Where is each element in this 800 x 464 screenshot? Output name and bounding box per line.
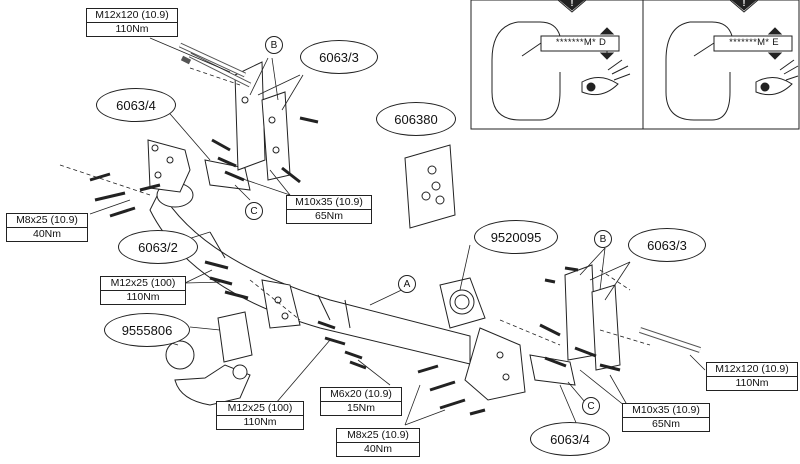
bolt-spec: M8x25 (10.9) [16, 214, 78, 226]
part-label-6063-3-top: 6063/3 [300, 40, 378, 74]
part-label-6063-3-right: 6063/3 [628, 228, 706, 262]
torque-value: 15Nm [321, 401, 401, 415]
part-label-9555806: 9555806 [104, 313, 190, 347]
bolt-spec: M10x35 (10.9) [295, 196, 363, 208]
left-side-plate [147, 139, 191, 193]
bolt-spec: M12x25 (100) [110, 277, 176, 289]
bolt-spec: M10x35 (10.9) [632, 404, 700, 416]
part-label-9520095: 9520095 [474, 220, 558, 254]
right-end-plate [464, 327, 526, 401]
torque-box-m12x120-top: M12x120 (10.9) 110Nm [86, 8, 178, 37]
warning-icon-left: ! [570, 0, 574, 8]
plate-e-rect [713, 35, 793, 52]
torque-value: 40Nm [7, 227, 87, 241]
plate-d-text: *******M* D [555, 37, 607, 48]
torque-value: 110Nm [707, 376, 797, 390]
bolt-spec: M12x120 (10.9) [715, 363, 789, 375]
callout-a: A [398, 275, 416, 293]
warning-icon-right: ! [742, 0, 746, 8]
callout-b-top: B [265, 36, 283, 54]
torque-box-m6x20: M6x20 (10.9) 15Nm [320, 387, 402, 416]
inset-right-group [665, 0, 799, 121]
bracket-c-right [529, 354, 576, 386]
torque-value: 110Nm [217, 415, 303, 429]
torque-box-m12x120-right: M12x120 (10.9) 110Nm [706, 362, 798, 391]
plate-d-rect [540, 35, 620, 52]
callout-c-bottom: C [582, 397, 600, 415]
torque-box-m8x25-bottom: M8x25 (10.9) 40Nm [336, 428, 420, 457]
bolt-spec: M8x25 (10.9) [347, 429, 409, 441]
torque-box-m10x35-top: M10x35 (10.9) 65Nm [286, 195, 372, 224]
detachable-lock [217, 311, 253, 363]
bracket-b-top-1 [234, 61, 266, 171]
bracket-b-top-2 [261, 91, 291, 181]
part-label-606380: 606380 [376, 102, 456, 136]
torque-value: 65Nm [623, 417, 709, 431]
inset-frame [470, 0, 800, 130]
torque-box-m12x25-upper: M12x25 (100) 110Nm [100, 276, 186, 305]
torque-value: 40Nm [337, 442, 419, 456]
eye-left [581, 77, 619, 96]
centre-plate [261, 279, 301, 329]
bolt-spec: M12x120 (10.9) [95, 9, 169, 21]
torque-value: 65Nm [287, 209, 371, 223]
tow-ball [165, 340, 195, 370]
callout-b-right: B [594, 230, 612, 248]
callout-c-top: C [245, 202, 263, 220]
bracket-b-right-2 [591, 284, 621, 371]
torque-value: 110Nm [87, 22, 177, 36]
bolt-spec: M12x25 (100) [227, 402, 293, 414]
inset-left-group [491, 0, 631, 121]
bolt-spec: M6x20 (10.9) [330, 388, 392, 400]
torque-box-m8x25-left: M8x25 (10.9) 40Nm [6, 213, 88, 242]
leader-lines [89, 37, 706, 433]
part-label-6063-4-bottom: 6063/4 [530, 422, 610, 456]
eye-right [755, 77, 793, 96]
electrical-panel [404, 144, 456, 229]
torque-box-m10x35-right: M10x35 (10.9) 65Nm [622, 403, 710, 432]
fasteners [89, 116, 621, 416]
plate-e-text: *******M* E [729, 37, 779, 48]
torque-box-m12x25-lower: M12x25 (100) 110Nm [216, 401, 304, 430]
torque-value: 110Nm [101, 290, 185, 304]
part-label-6063-2: 6063/2 [118, 230, 198, 264]
part-label-6063-4-top: 6063/4 [96, 88, 176, 122]
